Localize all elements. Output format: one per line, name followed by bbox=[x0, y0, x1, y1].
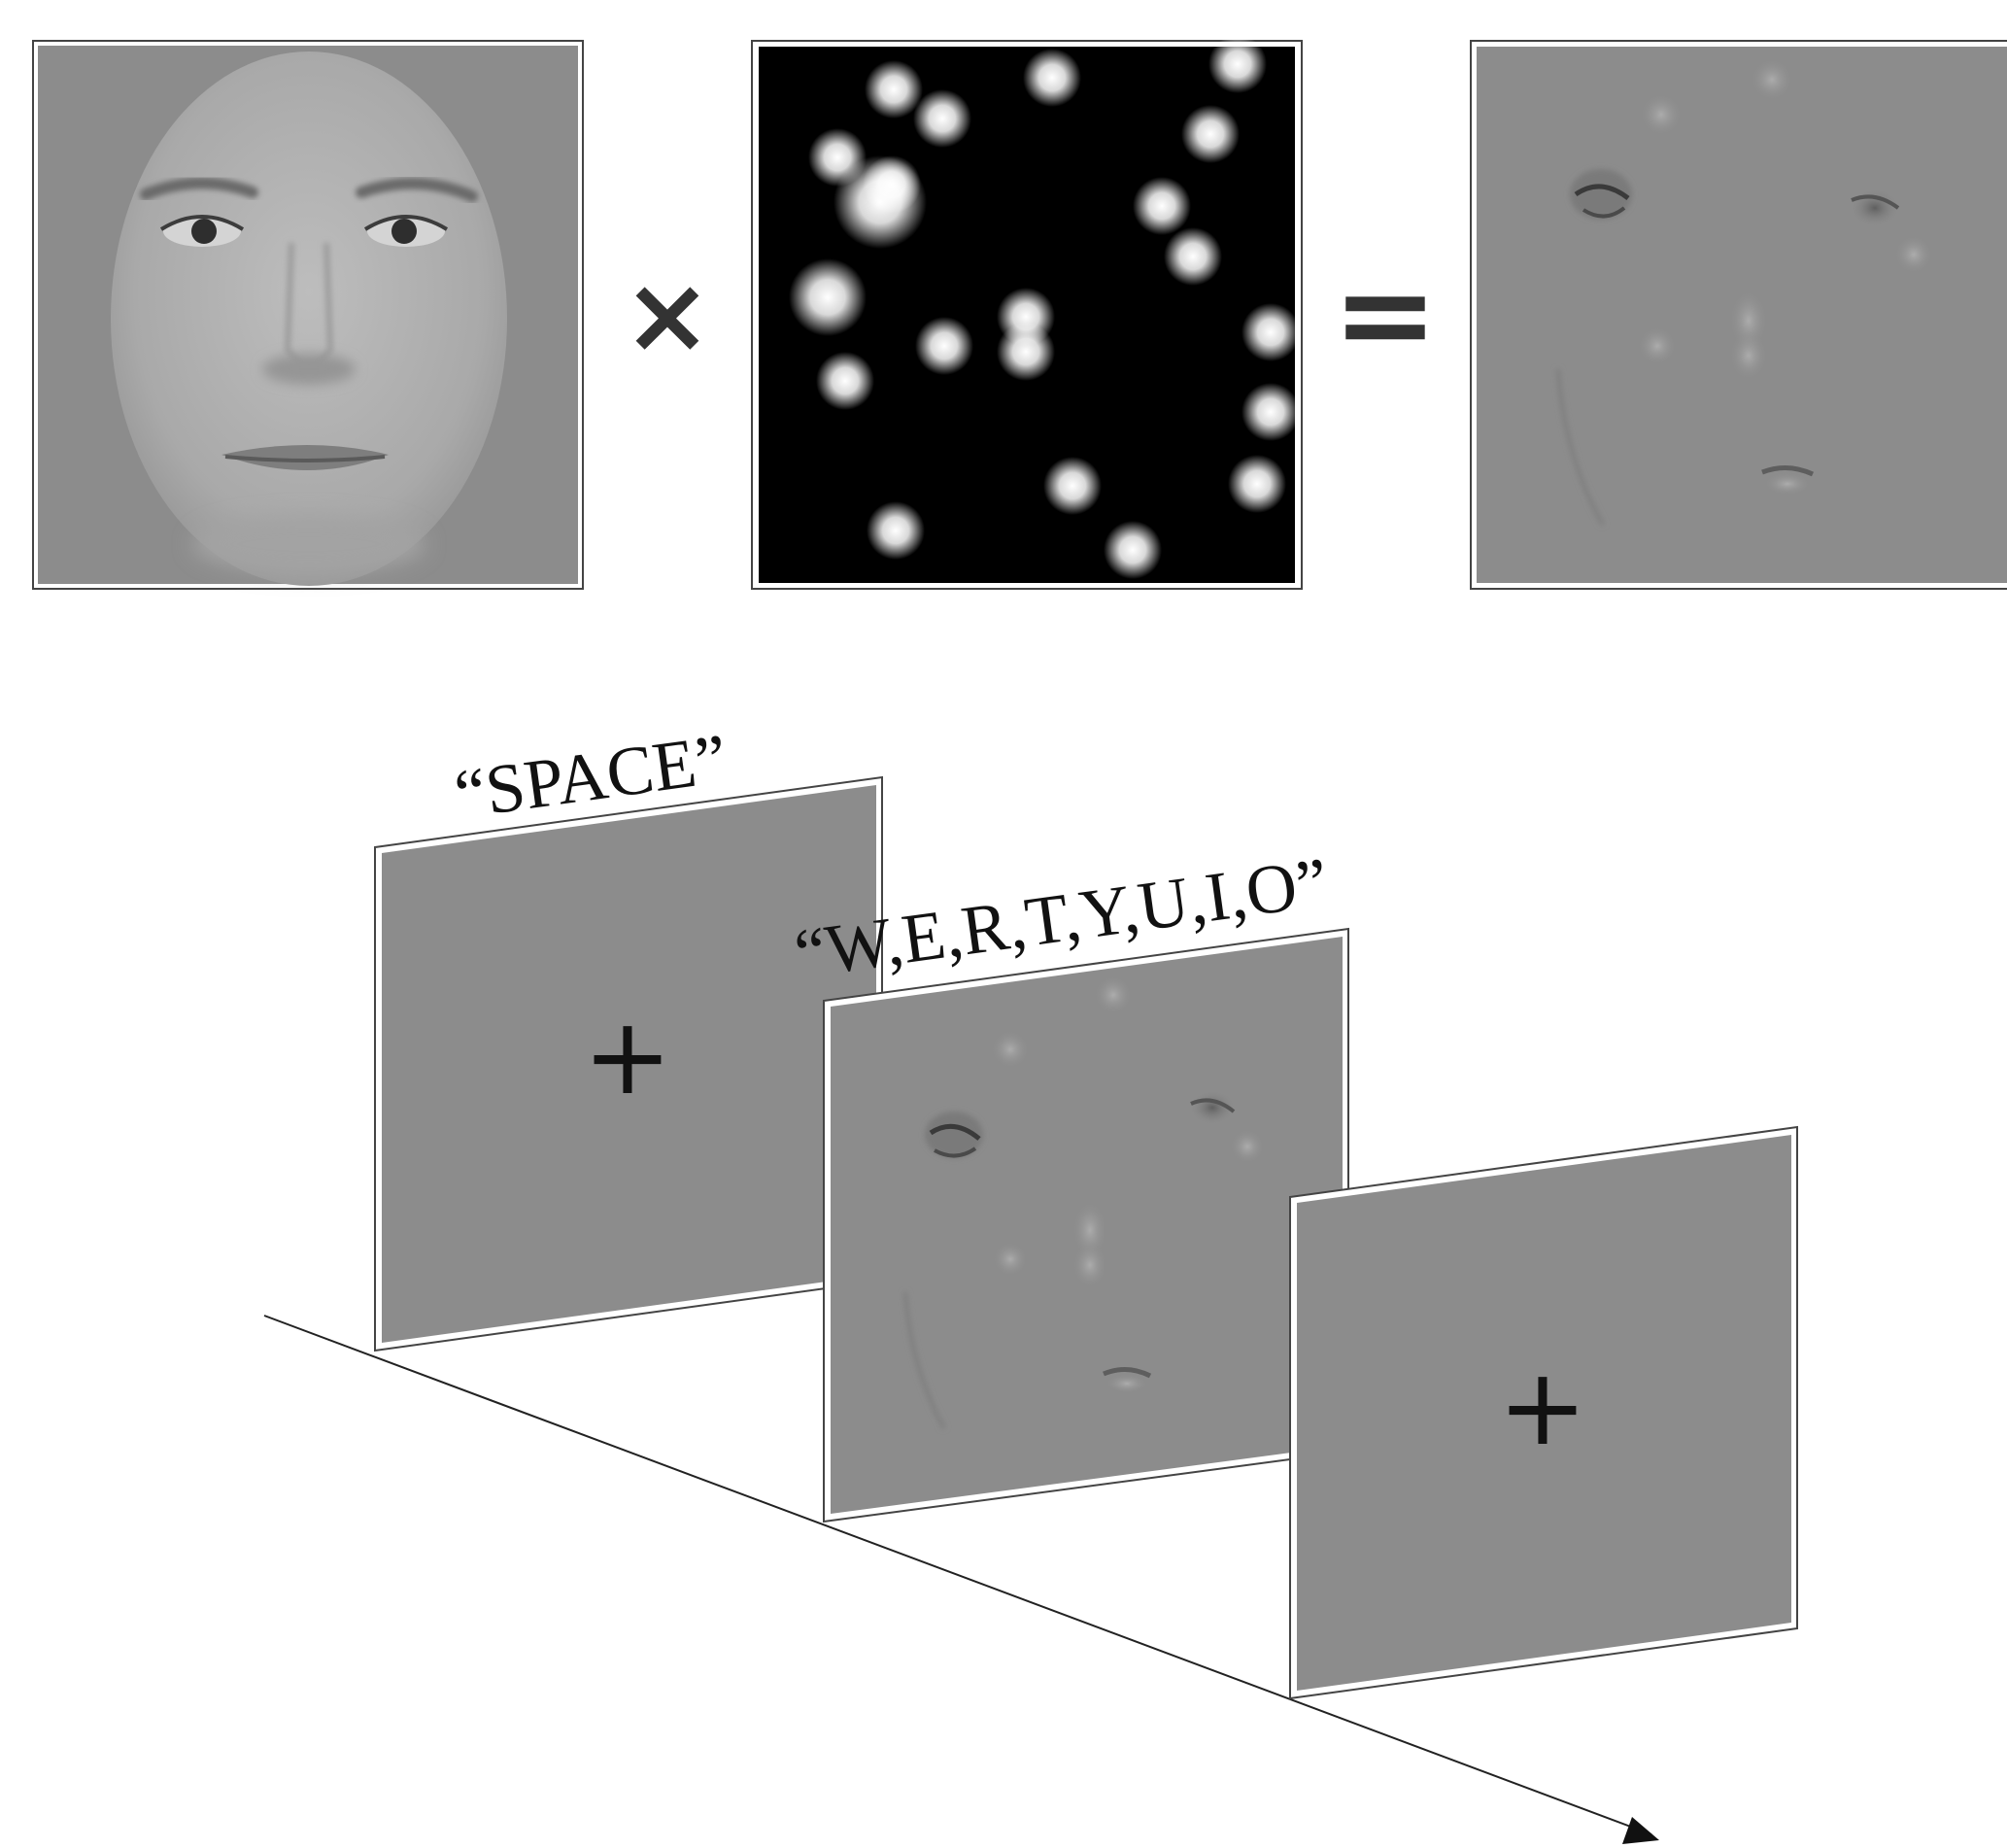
fixation-cross: + bbox=[1498, 1345, 1587, 1469]
mask-panel bbox=[751, 35, 1303, 590]
revealed-panel bbox=[1470, 40, 2007, 590]
face-image bbox=[111, 51, 507, 586]
time-axis bbox=[263, 1315, 1652, 1835]
stimulus-face bbox=[903, 975, 1265, 1429]
equals-operator: = bbox=[1333, 240, 1439, 388]
face-panel bbox=[32, 40, 584, 590]
time-axis-arrowhead bbox=[1622, 1817, 1659, 1844]
bubbles-mask bbox=[789, 35, 1300, 579]
revealed-face bbox=[1556, 58, 1933, 526]
stimulus-frame bbox=[823, 927, 1349, 1523]
times-operator: × bbox=[623, 253, 712, 377]
fixation-frame-2: + bbox=[1289, 1125, 1798, 1700]
fixation-frame-1: + bbox=[374, 775, 883, 1352]
fixation-cross: + bbox=[583, 994, 672, 1118]
